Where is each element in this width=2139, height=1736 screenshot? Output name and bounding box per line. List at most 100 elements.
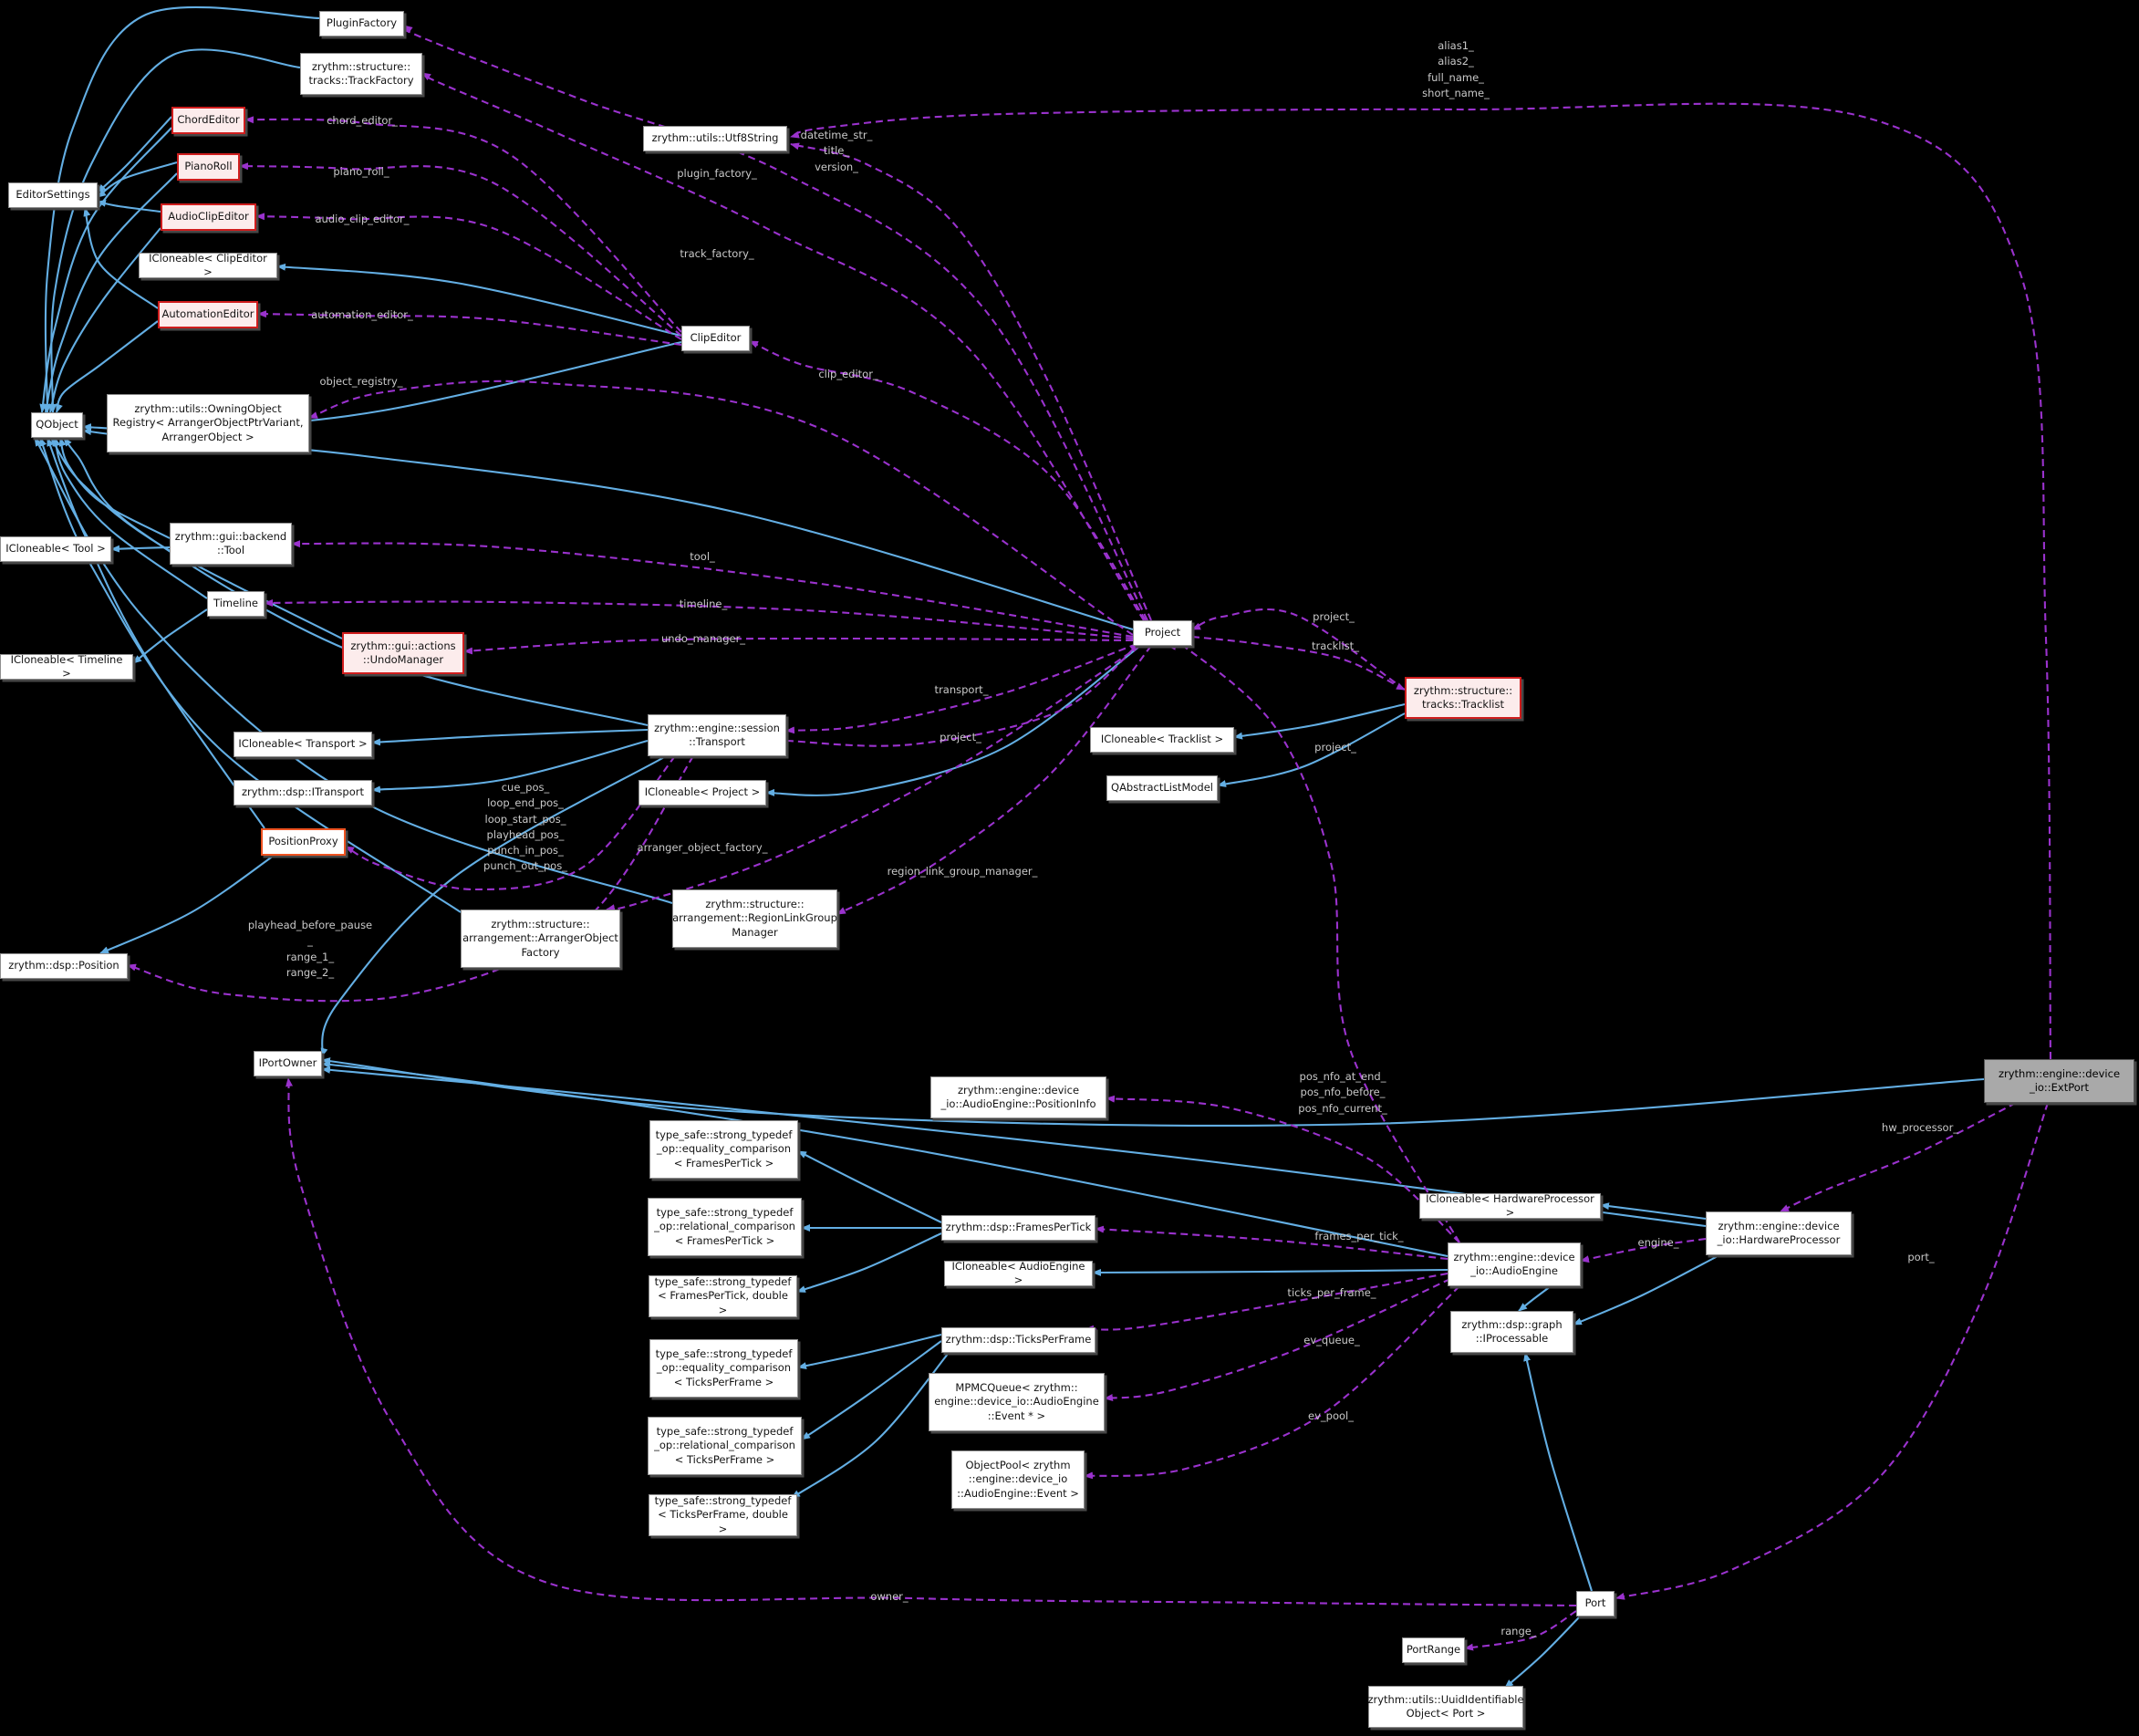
inheritance-edge-3 [83,207,159,309]
inheritance-edge-9 [55,320,159,413]
inheritance-edge-12 [53,437,208,599]
usage-edge-55 [264,598,1134,640]
node-hardware-processor[interactable]: zrythm::engine::device_io::HardwareProce… [1706,1211,1852,1255]
node-ts-eq-tpf[interactable]: type_safe::strong_typedef_op::equality_c… [649,1339,798,1398]
node-label: ICloneable< HardwareProcessor > [1426,1191,1594,1219]
node-port-range[interactable]: PortRange [1402,1637,1465,1663]
node-plugin-factory[interactable]: PluginFactory [319,11,404,36]
edge-label-17: project_ [1314,741,1356,754]
inheritance-edge-28 [320,755,667,1057]
inheritance-edge-24 [765,645,1141,796]
node-iprocessable[interactable]: zrythm::dsp::graph::IProcessable [1450,1311,1573,1353]
edge-label-4: chord_editor_ [327,114,398,127]
usage-edge-54 [291,540,1134,639]
usage-edge-61 [1167,639,1460,1243]
node-tool[interactable]: zrythm::gui::backend::Tool [170,523,292,565]
inheritance-edge-23 [371,739,649,794]
node-object-pool[interactable]: ObjectPool< zrythm::engine::device_io::A… [951,1450,1085,1509]
edge-label-27: engine_ [1637,1236,1679,1249]
edge-label-16: tracklist_ [1312,639,1359,652]
node-label: zrythm::engine::device_io::HardwareProce… [1717,1219,1841,1246]
edge-label-9: clip_editor_ [818,368,878,380]
node-frames-per-tick[interactable]: zrythm::dsp::FramesPerTick [941,1215,1095,1241]
node-undo-manager[interactable]: zrythm::gui::actions::UndoManager [342,632,464,674]
node-qabstractlistmodel[interactable]: QAbstractListModel [1106,775,1218,801]
node-qobject[interactable]: QObject [31,412,83,438]
node-ts-rel-tpf[interactable]: type_safe::strong_typedef_op::relational… [648,1417,802,1475]
node-ts-rel-fpt[interactable]: type_safe::strong_typedef_op::relational… [648,1198,802,1256]
node-utf8string[interactable]: zrythm::utils::Utf8String [643,126,787,151]
node-position-proxy[interactable]: PositionProxy [261,828,346,856]
inheritance-edge-11 [58,437,171,539]
inheritance-edge-31 [321,1057,1985,1127]
edge-label-11: timeline_ [679,598,728,610]
node-icloneable-timeline[interactable]: ICloneable< Timeline > [0,653,133,680]
node-icloneable-transport[interactable]: ICloneable< Transport > [234,732,372,757]
node-ticks-per-frame[interactable]: zrythm::dsp::TicksPerFrame [941,1327,1095,1353]
edge-label-26: ev_pool_ [1308,1409,1354,1422]
inheritance-edge-8 [48,227,161,413]
node-label: QObject [36,418,78,431]
usage-edge-48 [244,116,682,333]
node-tracklist[interactable]: zrythm::structure::tracks::Tracklist [1405,677,1521,719]
node-clip-editor[interactable]: ClipEditor [681,326,750,351]
node-arranger-object-factory[interactable]: zrythm::structure::arrangement::Arranger… [461,910,620,968]
node-position[interactable]: zrythm::dsp::Position [0,953,128,979]
usage-edge-57 [785,643,1137,734]
node-label: PianoRoll [184,160,233,173]
node-transport[interactable]: zrythm::engine::session::Transport [648,714,786,756]
node-icloneable-tracklist[interactable]: ICloneable< Tracklist > [1090,727,1234,753]
node-icloneable-project[interactable]: ICloneable< Project > [639,780,766,806]
node-label: Timeline [213,597,258,610]
node-ext-port[interactable]: zrythm::engine::device_io::ExtPort [1984,1059,2134,1103]
node-ts-eq-fpt[interactable]: type_safe::strong_typedef_op::equality_c… [649,1120,798,1179]
node-icloneable-audioengine[interactable]: ICloneable< AudioEngine > [944,1260,1093,1286]
node-editor-settings[interactable]: EditorSettings [8,182,98,208]
node-audio-engine[interactable]: zrythm::engine::device_io::AudioEngine [1448,1242,1581,1286]
node-label: zrythm::dsp::TicksPerFrame [945,1333,1092,1346]
node-region-link-group-manager[interactable]: zrythm::structure::arrangement::RegionLi… [672,889,837,948]
node-icloneable-hwproc[interactable]: ICloneable< HardwareProcessor > [1419,1191,1601,1219]
usage-edge-46 [400,25,1148,621]
node-chord-editor[interactable]: ChordEditor [171,107,245,134]
node-piano-roll[interactable]: PianoRoll [177,153,240,181]
node-automation-editor[interactable]: AutomationEditor [158,301,258,328]
inheritance-edge-26 [1217,712,1406,787]
node-label: zrythm::dsp::ITransport [241,785,364,799]
inheritance-edge-40 [797,1333,942,1370]
edge-label-10: tool_ [690,550,715,563]
node-port[interactable]: Port [1576,1591,1615,1616]
edge-label-7: automation_editor_ [311,308,413,321]
usage-edge-58 [785,643,1139,747]
node-label: ICloneable< Tracklist > [1100,733,1224,746]
inheritance-edge-17 [39,437,462,913]
node-icloneable-tool[interactable]: ICloneable< Tool > [0,536,111,562]
node-timeline[interactable]: Timeline [207,591,265,617]
node-track-factory[interactable]: zrythm::structure::tracks::TrackFactory [300,53,422,95]
node-icloneable-clipeditor[interactable]: ICloneable< ClipEditor > [139,252,277,278]
node-ts-tpf-double[interactable]: type_safe::strong_typedef< TicksPerFrame… [649,1494,797,1536]
inheritance-edge-33 [1092,1268,1448,1276]
inheritance-edge-32 [1600,1202,1707,1221]
edge-label-5: piano_roll_ [333,165,389,178]
node-iportowner[interactable]: IPortOwner [254,1051,322,1076]
node-ts-fpt-double[interactable]: type_safe::strong_typedef< FramesPerTick… [649,1275,797,1317]
node-mpmc-queue[interactable]: MPMCQueue< zrythm::engine::device_io::Au… [929,1373,1105,1431]
node-label: type_safe::strong_typedef_op::relational… [654,1424,795,1466]
node-itransport[interactable]: zrythm::dsp::ITransport [234,780,372,806]
edge-label-25: ev_queue_ [1303,1334,1360,1346]
node-label: ICloneable< Transport > [238,737,368,751]
node-position-info[interactable]: zrythm::engine::device_io::AudioEngine::… [930,1076,1106,1118]
node-audio-clip-editor[interactable]: AudioClipEditor [161,203,256,231]
node-label: zrythm::engine::session::Transport [654,721,780,748]
usage-edge-51 [257,310,682,347]
usage-edge-68 [1085,1272,1448,1333]
node-project[interactable]: Project [1133,620,1192,646]
usage-edge-71 [1780,1102,2017,1212]
edge-label-22: pos_nfo_at_end_ pos_nfo_before_ pos_nfo_… [1298,1070,1387,1115]
inheritance-edge-7 [44,172,178,413]
node-label: IPortOwner [258,1056,317,1070]
